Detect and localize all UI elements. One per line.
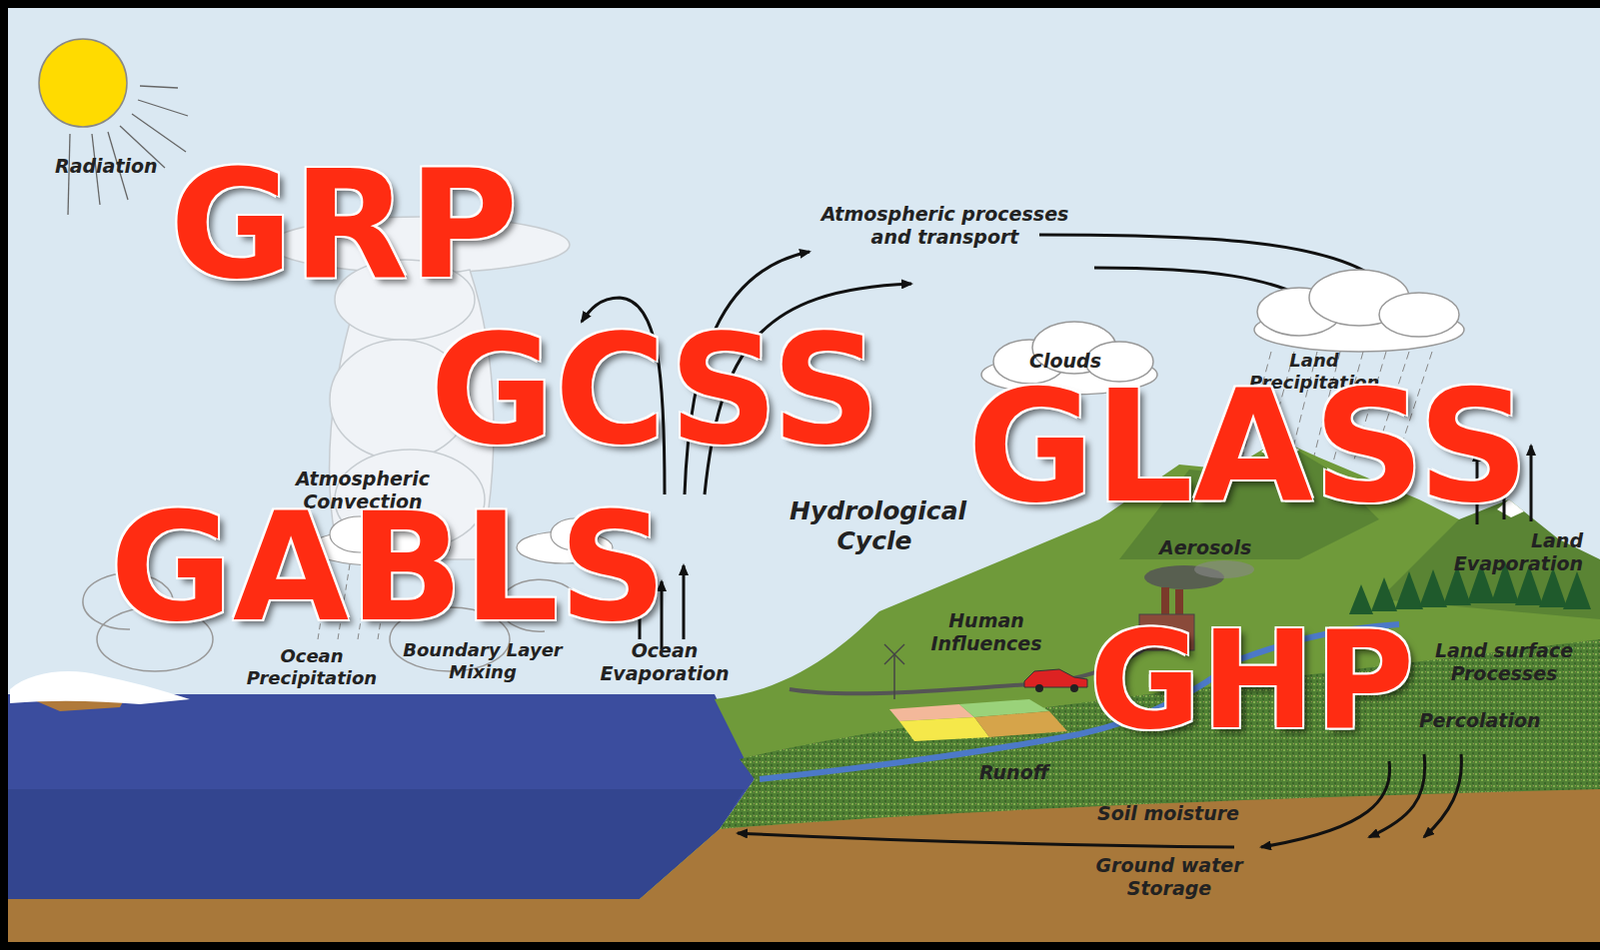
project-acronym: GABLS: [109, 492, 667, 643]
sun: [38, 38, 188, 215]
cycle-title: Hydrological Cycle: [789, 496, 960, 557]
radiation-label: Radiation: [54, 154, 158, 178]
car: [1024, 669, 1088, 693]
land-process-label: Land surface Processes: [1414, 639, 1595, 686]
windmill: [884, 644, 905, 700]
soil-label: Soil moisture: [1097, 802, 1240, 826]
aerosol-label: Aerosols: [1159, 536, 1252, 560]
project-acronym: GLASS: [967, 369, 1530, 525]
mixing-label: Boundary Layer Mixing: [387, 639, 578, 683]
percolation-label: Percolation: [1419, 709, 1542, 733]
project-acronym: GRP: [169, 149, 519, 300]
precipitation-label: Ocean Precipitation: [231, 645, 392, 689]
soil: [0, 789, 1600, 950]
evaporation-label: Ocean Evaporation: [589, 639, 740, 686]
island: [9, 671, 190, 712]
human-label: Human Influences: [921, 609, 1052, 656]
deep-ocean: [0, 789, 745, 900]
transport-label: Atmospheric processes and transport: [807, 202, 1083, 249]
project-acronym: GCSS: [429, 314, 881, 467]
evaporation-label: Land Evaporation: [1433, 529, 1584, 576]
fields: [889, 699, 1068, 742]
frame: [3, 3, 1600, 947]
ocean: [0, 694, 755, 900]
runoff-label: Runoff: [979, 761, 1050, 785]
project-acronym: GHP: [1089, 612, 1415, 749]
groundwater-label: Ground water Storage: [1089, 854, 1250, 901]
groundwater-arrows: [737, 754, 1462, 848]
